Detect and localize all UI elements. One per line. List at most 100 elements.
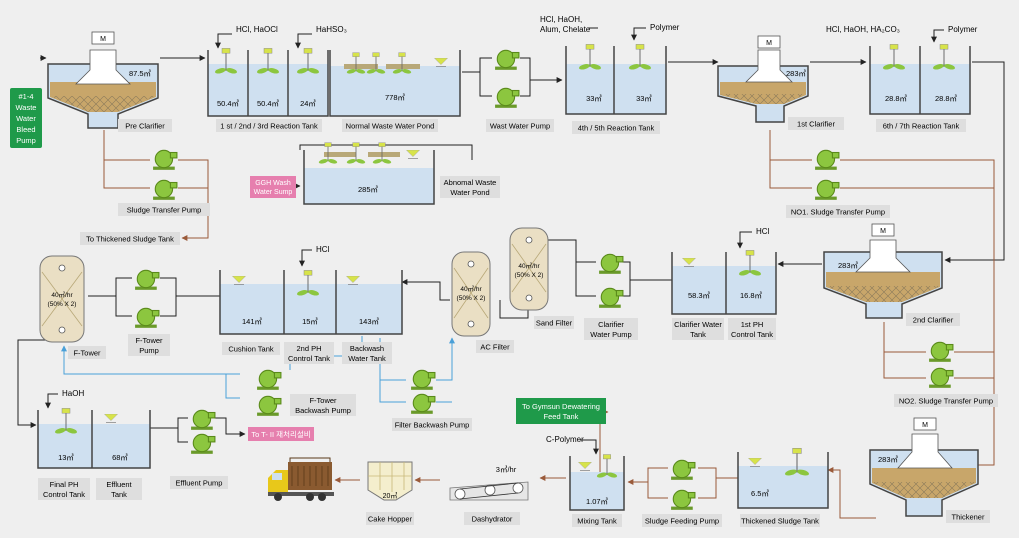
svg-text:58.3㎥: 58.3㎥: [688, 291, 711, 300]
svg-text:87.5㎥: 87.5㎥: [129, 69, 152, 78]
svg-text:16.8㎥: 16.8㎥: [740, 291, 763, 300]
sand-filter: 40㎥/hr (50% X 2) Sand Filter: [509, 227, 574, 329]
svg-text:HaHSO₃: HaHSO₃: [316, 25, 347, 34]
svg-text:M: M: [100, 36, 106, 43]
svg-text:Mixing Tank: Mixing Tank: [577, 517, 617, 526]
svg-text:Sludge Transfer Pump: Sludge Transfer Pump: [127, 206, 202, 215]
svg-text:Feed Tank: Feed Tank: [544, 412, 579, 421]
svg-text:M: M: [922, 422, 928, 429]
clarifier-1: M 283㎥ 1st Clarifier: [717, 35, 844, 130]
svg-text:283㎥: 283㎥: [838, 261, 859, 270]
svg-text:33㎥: 33㎥: [586, 94, 602, 103]
svg-text:Alum, Chelate: Alum, Chelate: [540, 25, 591, 34]
svg-text:F-Tower: F-Tower: [309, 396, 337, 405]
svg-text:15㎥: 15㎥: [302, 317, 318, 326]
svg-text:40㎥/hr: 40㎥/hr: [51, 290, 73, 299]
svg-text:Backwash Pump: Backwash Pump: [295, 406, 351, 415]
svg-text:Clarifier: Clarifier: [598, 320, 624, 329]
reaction-tanks-4-5: HCl, HaOH, Alum, Chelate Polymer 33㎥ 33㎥…: [540, 15, 680, 134]
svg-text:283㎥: 283㎥: [786, 69, 807, 78]
svg-text:Pump: Pump: [16, 136, 36, 145]
ac-filter: 40㎥/hr (50% X 2) AC Filter: [451, 251, 514, 353]
svg-text:Clarifier Water: Clarifier Water: [674, 320, 722, 329]
svg-text:HCl, HaOH, HA₂CO₃: HCl, HaOH, HA₂CO₃: [826, 25, 900, 34]
svg-text:To Gymsun Dewatering: To Gymsun Dewatering: [522, 402, 600, 411]
reaction-tanks-1-3: HCl, HaOCl HaHSO₃ 50.4㎥ 50.4㎥ 24㎥ 1 st /…: [207, 25, 347, 132]
normal-waste-water-pond: 778㎥ Normal Waste Water Pond: [329, 50, 461, 132]
svg-text:F-Tower: F-Tower: [135, 336, 163, 345]
svg-text:HCl: HCl: [316, 245, 330, 254]
svg-text:(50% X 2): (50% X 2): [515, 272, 544, 279]
svg-text:68㎥: 68㎥: [112, 453, 128, 462]
svg-text:F-Tower: F-Tower: [73, 349, 101, 358]
svg-text:AC Filter: AC Filter: [480, 343, 510, 352]
to-gymsun-box: To Gymsun Dewatering Feed Tank: [516, 398, 606, 424]
svg-text:6.5㎥: 6.5㎥: [751, 489, 769, 498]
svg-text:To Thickened Sludge Tank: To Thickened Sludge Tank: [86, 235, 174, 244]
svg-text:Control Tank: Control Tank: [731, 330, 773, 339]
svg-text:285㎥: 285㎥: [358, 185, 379, 194]
bleed-pump-box: #1-4 Waste Water Bleed Pump: [10, 88, 42, 148]
svg-text:Water Pump: Water Pump: [590, 330, 631, 339]
svg-text:Bleed: Bleed: [16, 125, 35, 134]
reaction-tanks-6-7: HCl, HaOH, HA₂CO₃ Polymer 28.8㎥ 28.8㎥ 6t…: [826, 25, 978, 132]
svg-text:C-Polymer: C-Polymer: [546, 435, 584, 444]
svg-text:Water Sump: Water Sump: [254, 189, 293, 196]
svg-text:13㎥: 13㎥: [58, 453, 74, 462]
waste-water-pump: Wast Water Pump: [486, 49, 554, 132]
effluent-pump: Effluent Pump To T- II 재처리설비: [170, 409, 314, 489]
svg-text:2nd PH: 2nd PH: [296, 344, 321, 353]
svg-text:1.07㎥: 1.07㎥: [586, 497, 609, 506]
svg-text:Water Tank: Water Tank: [348, 354, 386, 363]
svg-text:Pre Clarifier: Pre Clarifier: [125, 122, 165, 131]
svg-text:Water Pond: Water Pond: [450, 188, 489, 197]
svg-text:M: M: [766, 40, 772, 47]
f-tower: 40㎥/hr (50% X 2) F-Tower: [39, 255, 106, 359]
f-tower-pump: F-Tower Pump: [128, 269, 170, 356]
svg-text:Polymer: Polymer: [650, 23, 680, 32]
svg-text:28.8㎥: 28.8㎥: [935, 94, 958, 103]
svg-text:Filter Backwash Pump: Filter Backwash Pump: [395, 421, 470, 430]
svg-text:50.4㎥: 50.4㎥: [257, 99, 280, 108]
svg-text:33㎥: 33㎥: [636, 94, 652, 103]
clarifier-2: M 283㎥ 2nd Clarifier: [823, 223, 960, 326]
svg-text:NO1. Sludge Transfer Pump: NO1. Sludge Transfer Pump: [791, 208, 885, 217]
svg-text:1st Clarifier: 1st Clarifier: [797, 120, 835, 129]
cushion-ph2-backwash-tanks: HCl 141㎥ 15㎥ 143㎥ Cushion Tank 2nd PH Co…: [219, 245, 403, 364]
svg-text:HaOH: HaOH: [62, 389, 84, 398]
truck-icon: [268, 457, 334, 501]
abnormal-waste-water-pond: GGH Wash Water Sump 285㎥ Abnomal Waste W…: [250, 142, 500, 205]
svg-text:HCl, HaOH,: HCl, HaOH,: [540, 15, 582, 24]
svg-text:6th / 7th Reaction Tank: 6th / 7th Reaction Tank: [883, 122, 960, 131]
svg-text:50.4㎥: 50.4㎥: [217, 99, 240, 108]
svg-text:40㎥/hr: 40㎥/hr: [518, 261, 540, 270]
cake-hopper: 20㎥ Cake Hopper: [366, 461, 414, 525]
svg-text:Cake Hopper: Cake Hopper: [368, 515, 413, 524]
svg-text:NO2. Sludge Transfer Pump: NO2. Sludge Transfer Pump: [899, 397, 993, 406]
pipelines: [17, 55, 1005, 519]
svg-text:(50% X 2): (50% X 2): [457, 295, 486, 302]
thickened-sludge-tank: 6.5㎥ Thickened Sludge Tank: [737, 448, 829, 527]
svg-text:M: M: [880, 228, 886, 235]
svg-text:HCl: HCl: [756, 227, 770, 236]
svg-text:20㎥: 20㎥: [383, 491, 398, 500]
svg-text:Thickened Sludge Tank: Thickened Sludge Tank: [741, 517, 819, 526]
svg-text:Tank: Tank: [690, 330, 706, 339]
svg-text:40㎥/hr: 40㎥/hr: [460, 284, 482, 293]
svg-text:Cushion Tank: Cushion Tank: [228, 345, 274, 354]
svg-text:Pump: Pump: [139, 346, 159, 355]
svg-text:Control Tank: Control Tank: [43, 490, 85, 499]
svg-text:Effluent Pump: Effluent Pump: [176, 479, 223, 488]
svg-text:28.8㎥: 28.8㎥: [885, 94, 908, 103]
svg-text:Final PH: Final PH: [50, 480, 79, 489]
svg-text:Water: Water: [16, 114, 36, 123]
svg-text:(50% X 2): (50% X 2): [48, 301, 77, 308]
svg-text:HCl, HaOCl: HCl, HaOCl: [236, 25, 278, 34]
filter-backwash-pump: Filter Backwash Pump: [392, 369, 472, 431]
svg-text:Waste: Waste: [16, 103, 37, 112]
final-ph-and-effluent-tanks: HaOH 13㎥ 68㎥ Final PH Control Tank Efflu…: [37, 389, 151, 500]
svg-text:Sand Filter: Sand Filter: [536, 319, 573, 328]
svg-text:Backwash: Backwash: [350, 344, 384, 353]
svg-text:GGH Wash: GGH Wash: [255, 180, 291, 187]
svg-text:1 st / 2nd / 3rd Reaction Tan: 1 st / 2nd / 3rd Reaction Tank: [220, 122, 318, 131]
